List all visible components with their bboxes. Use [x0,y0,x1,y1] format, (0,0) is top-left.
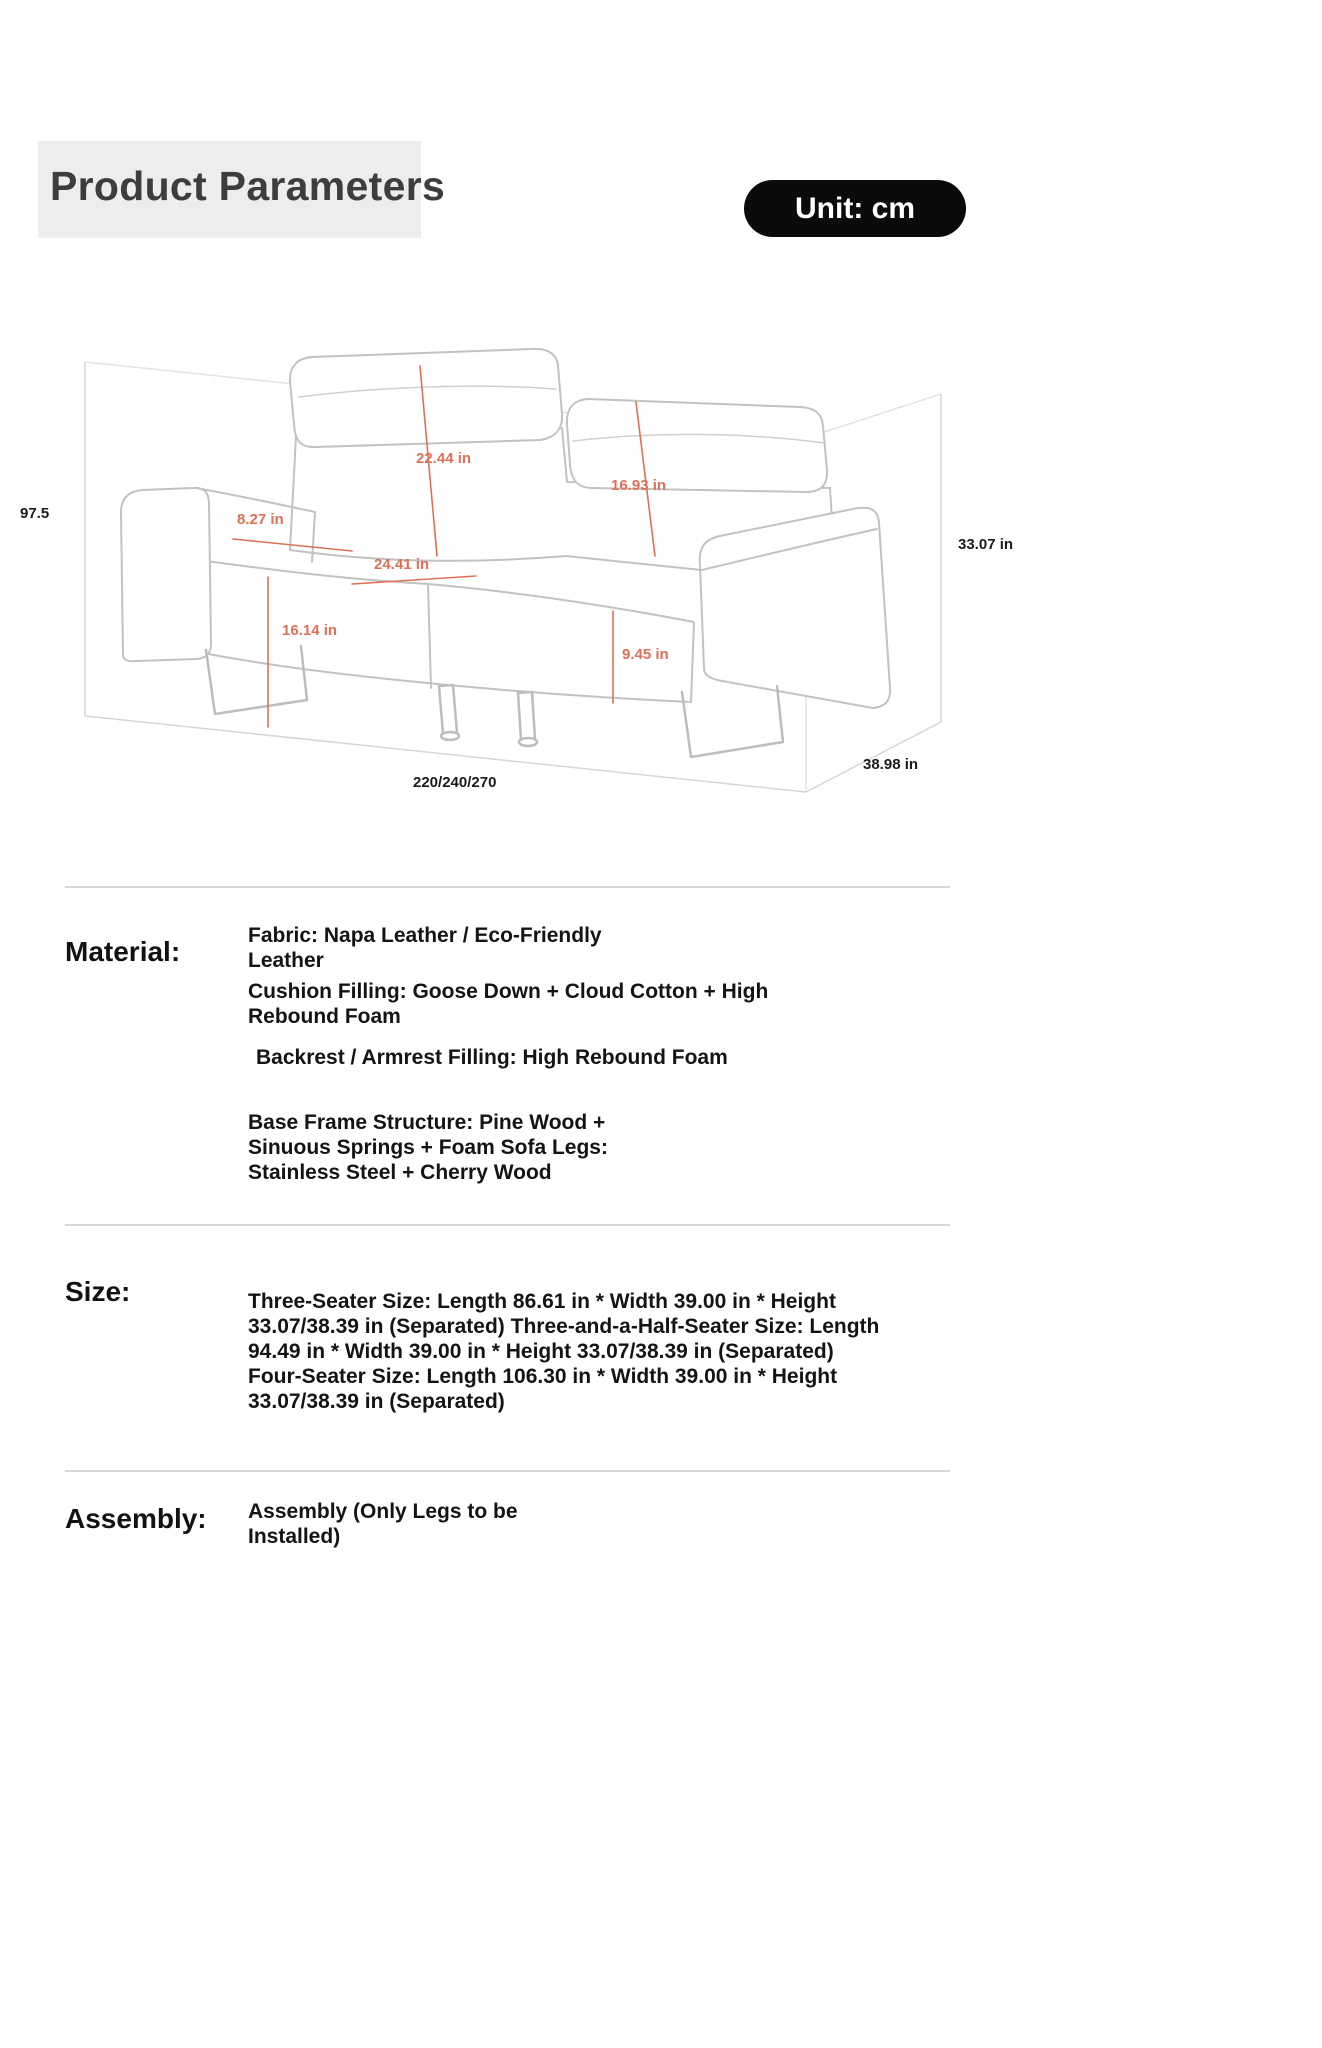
page-title: Product Parameters [50,163,446,209]
dim-back-cushion-height-label: 16.93 in [611,477,667,494]
material-item-fabric: Fabric: Napa Leather / Eco-Friendly Leat… [248,924,602,972]
dim-depth-label: 38.98 in [863,756,919,773]
dim-backrest-diagonal-label: 22.44 in [416,450,472,467]
size-content: Three-Seater Size: Length 86.61 in * Wid… [248,1290,880,1413]
dim-overall-height-label: 97.5 [20,505,50,522]
material-item-backrest: Backrest / Armrest Filling: High Rebound… [256,1045,728,1069]
divider [65,1470,950,1472]
dim-length-options-label: 220/240/270 [413,774,497,791]
dim-seat-depth-label: 24.41 in [374,556,430,573]
material-item-cushion: Cushion Filling: Goose Down + Cloud Cott… [248,979,769,1028]
dim-armrest-width-label: 8.27 in [237,511,284,528]
sofa-line-drawing [84,347,942,793]
material-content: Fabric: Napa Leather / Eco-Friendly Leat… [248,924,816,1192]
material-item-frame: Base Frame Structure: Pine Wood + Sinuou… [248,1110,608,1184]
divider [65,1224,950,1226]
sofa-dimension-diagram: 97.5 33.07 in 22.44 in 16.93 in 8.27 in … [0,0,1322,830]
sofa-body [120,347,892,709]
sofa-legs [204,644,785,759]
dim-side-height-label: 33.07 in [958,536,1014,553]
unit-badge: Unit: cm [744,180,966,237]
title-highlight [38,141,421,238]
assembly-label: Assembly: [65,1503,207,1534]
material-label: Material: [65,936,181,967]
dimension-lines [232,365,656,728]
dim-seat-front-height-label: 16.14 in [282,622,338,639]
divider [65,886,950,888]
size-label: Size: [65,1276,131,1307]
dim-leg-height-label: 9.45 in [622,646,669,663]
assembly-content: Assembly (Only Legs to be Installed) [248,1500,518,1548]
